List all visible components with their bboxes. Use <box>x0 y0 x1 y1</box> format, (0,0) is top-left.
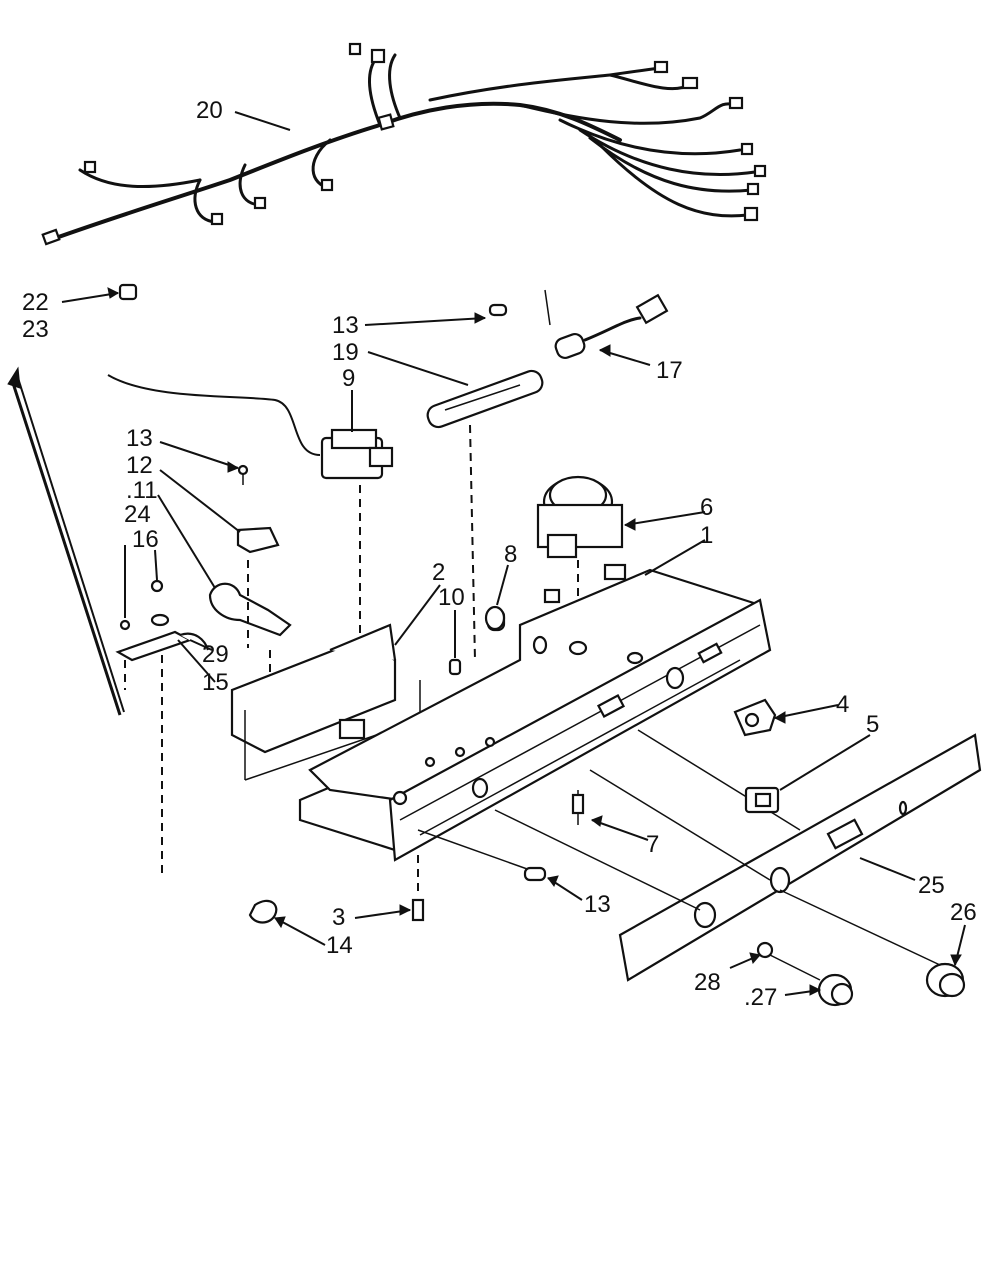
capillary-tube-assembly <box>7 283 138 716</box>
callout-17: 17 <box>656 357 683 384</box>
callout-24: 24 <box>124 501 151 528</box>
switch-bracket-assembly <box>115 464 292 875</box>
callout-25: 25 <box>918 872 945 899</box>
callout-13-bottom: 13 <box>584 891 611 918</box>
control-panel <box>417 729 982 982</box>
callout-7: 7 <box>646 831 659 858</box>
callout-15: 15 <box>202 669 229 696</box>
callout-6: 6 <box>700 494 713 521</box>
control-knobs <box>756 941 966 1007</box>
callout-11: .11 <box>126 477 158 504</box>
callout-14: 14 <box>326 932 353 959</box>
callout-13-left: 13 <box>126 425 153 452</box>
callout-5: 5 <box>866 711 879 738</box>
small-hardware <box>248 303 780 924</box>
callout-20: 20 <box>196 97 223 124</box>
callout-29: 29 <box>202 641 229 668</box>
callout-9: 9 <box>342 365 355 392</box>
callout-1: 1 <box>700 522 713 549</box>
defrost-sensor <box>426 289 669 661</box>
cold-control <box>107 374 394 640</box>
callout-2: 2 <box>432 559 445 586</box>
callout-27: .27 <box>744 984 777 1011</box>
callout-19: 19 <box>332 339 359 366</box>
callout-4: 4 <box>836 691 849 718</box>
callout-13-top: 13 <box>332 312 359 339</box>
callout-16: 16 <box>132 526 159 553</box>
callout-labels: 20 22 23 13 19 9 17 13 12 .11 24 16 6 1 … <box>22 97 977 1011</box>
callout-8: 8 <box>504 541 517 568</box>
leader-lines <box>61 111 966 996</box>
control-housing <box>298 563 772 895</box>
defrost-timer <box>536 475 624 640</box>
wiring-harness <box>41 42 767 246</box>
callout-28: 28 <box>694 969 721 996</box>
callout-26: 26 <box>950 899 977 926</box>
callout-22: 22 <box>22 289 49 316</box>
callout-23: 23 <box>22 316 49 343</box>
callout-3: 3 <box>332 904 345 931</box>
callout-10: 10 <box>438 584 465 611</box>
callout-12: 12 <box>126 452 153 479</box>
